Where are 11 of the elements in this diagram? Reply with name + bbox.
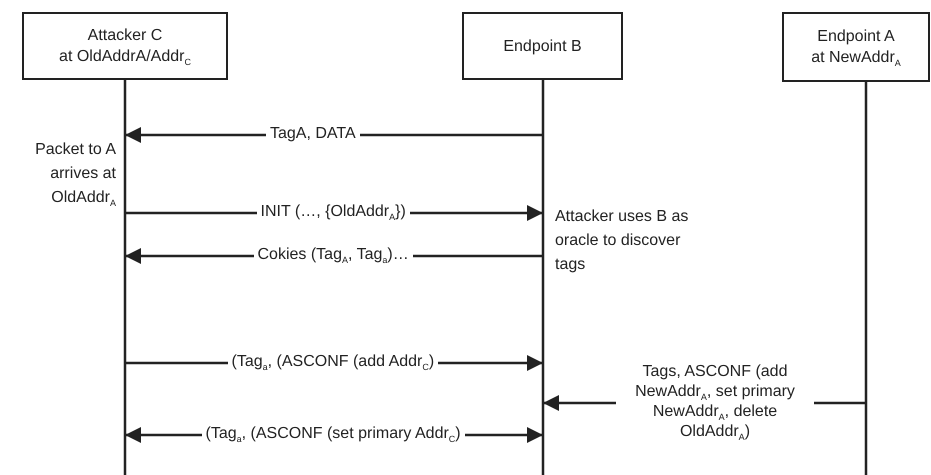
note-text: Packet to A arrives at OldAddr$_{A}$ (34, 140, 116, 210)
participant-box: Endpoint A at NewAddr$_{A}$ (782, 12, 930, 82)
message-label: (Tag$_{a}$, (ASCONF (set primary Addr$_{C}$) (202, 424, 465, 444)
message-label: Tags, ASCONF (add NewAddr$_{A}$, set primary NewAddr$_{A}$, delete OldAddr$_{A}$) (616, 362, 814, 442)
note-text: Attacker uses B as oracle to discover tags (555, 207, 689, 275)
message-label: (Tag$_{a}$, (ASCONF (add Addr$_{C}$) (228, 352, 438, 372)
participant-box: Attacker C at OldAddrA/Addr$_{C}$ (22, 12, 228, 80)
message-label: Cokies (Tag$_{A}$, Tag$_{a}$)… (254, 245, 413, 265)
message-label: INIT (…, {OldAddr$_{A}$}) (256, 202, 410, 222)
participant-box: Endpoint B (462, 12, 623, 80)
message-label: TagA, DATA (266, 124, 360, 144)
